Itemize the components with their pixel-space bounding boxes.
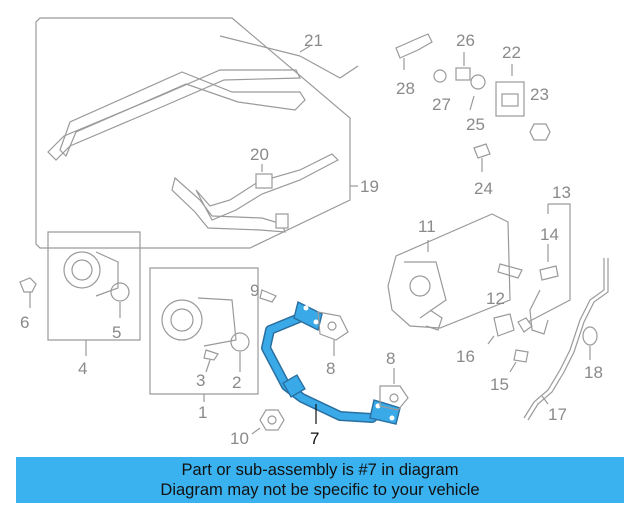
panel-1: 3 2 1: [149, 267, 259, 422]
part-27: 27: [432, 69, 451, 114]
banner-line-2: Diagram may not be specific to your vehi…: [160, 481, 480, 499]
callout-9: 9: [250, 281, 259, 300]
pipe-assembly-panel: 21 20 19: [35, 17, 379, 249]
part-18: 18: [582, 326, 603, 382]
callout-18: 18: [584, 363, 603, 382]
callout-26: 26: [456, 31, 475, 50]
part-9: 9: [250, 281, 277, 303]
callout-27: 27: [432, 95, 451, 114]
part-15: 15: [490, 349, 529, 394]
banner-line-1: Part or sub-assembly is #7 in diagram: [181, 461, 459, 479]
callout-7: 7: [310, 429, 319, 448]
callout-15: 15: [490, 375, 509, 394]
callout-10: 10: [230, 429, 249, 448]
callout-2: 2: [232, 373, 241, 392]
part-10: 10: [230, 409, 285, 448]
callout-21: 21: [304, 31, 323, 50]
part-8-upper: 8: [317, 311, 349, 378]
callout-24: 24: [474, 179, 493, 198]
egr-pipe-part-7: 7: [261, 300, 401, 448]
parts-diagram: 21 20 19 5 4 6 3 2 1 9: [19, 17, 609, 448]
part-17: 17: [523, 258, 609, 424]
part-25: 25: [466, 74, 486, 134]
panel-4: 5 4 6: [19, 231, 141, 378]
callout-8-upper: 8: [326, 359, 335, 378]
part-23: 23: [529, 85, 551, 141]
callout-25: 25: [466, 115, 485, 134]
info-banner: Part or sub-assembly is #7 in diagram Di…: [16, 457, 624, 503]
part-14: 14: [539, 225, 559, 281]
callout-11: 11: [418, 217, 436, 236]
callout-16: 16: [456, 347, 475, 366]
callout-6: 6: [20, 313, 29, 332]
callout-5: 5: [112, 323, 121, 342]
callout-12: 12: [486, 289, 505, 308]
callout-4: 4: [78, 359, 87, 378]
callout-23: 23: [530, 85, 549, 104]
egr-cooler-part-11: 11: [387, 213, 511, 331]
part-26: 26: [455, 31, 475, 81]
callout-1: 1: [198, 403, 207, 422]
callout-13: 13: [552, 183, 571, 202]
callout-22: 22: [502, 43, 521, 62]
callout-3: 3: [196, 371, 205, 390]
part-22: 22: [495, 43, 525, 117]
callout-19: 19: [360, 177, 379, 196]
callout-20: 20: [250, 145, 269, 164]
callout-14: 14: [540, 225, 559, 244]
part-8-lower: 8: [379, 349, 409, 411]
part-24: 24: [473, 143, 493, 198]
callout-8-lower: 8: [386, 349, 395, 368]
part-13: 13: [517, 183, 571, 335]
part-16: 16: [456, 313, 515, 366]
callout-17: 17: [548, 405, 567, 424]
part-12: 12: [486, 263, 523, 308]
callout-28: 28: [396, 79, 415, 98]
part-28: 28: [395, 33, 433, 98]
